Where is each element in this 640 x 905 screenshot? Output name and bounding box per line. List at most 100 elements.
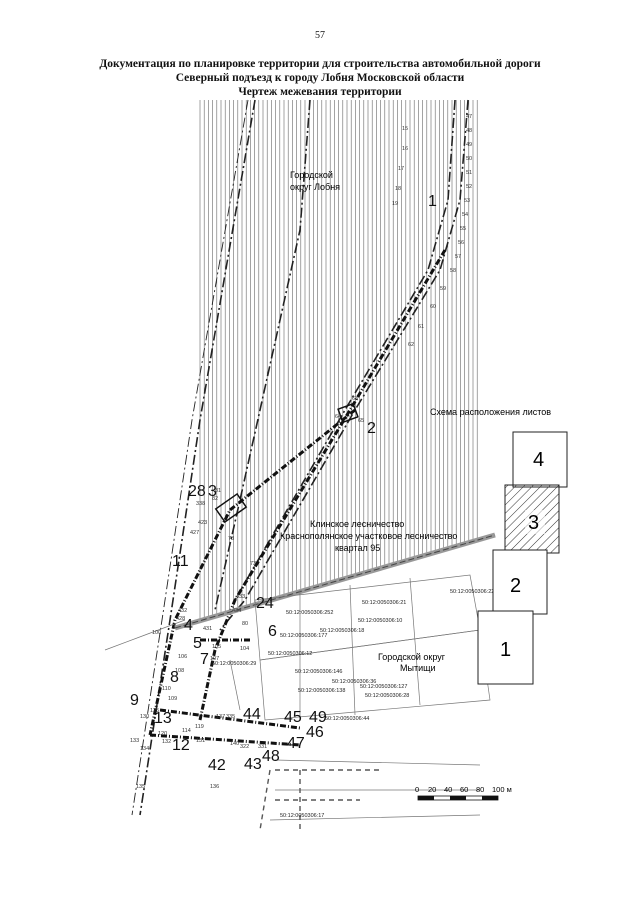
point-number: 15 — [402, 126, 408, 132]
point-number: 131 — [196, 738, 205, 744]
parcel-label: 50:12:0050306:12 — [268, 651, 312, 657]
scale-tick: 0 — [415, 785, 419, 794]
point-number: 137 — [216, 714, 225, 720]
title-line-2: Северный подъезд к городу Лобня Московск… — [175, 72, 465, 84]
marker: 3 — [208, 483, 217, 500]
point-number: 16 — [402, 146, 408, 152]
scale-tick: 60 — [460, 785, 468, 794]
point-number: 428 — [176, 616, 185, 622]
point-number: 60 — [430, 304, 436, 310]
point-number: 65 — [358, 418, 364, 424]
point-number: 427 — [190, 530, 199, 536]
road-corridor — [148, 249, 447, 747]
point-number: 433 — [236, 594, 245, 600]
marker: 12 — [172, 737, 190, 754]
parcel-label: 50:12:0050306:18 — [320, 628, 364, 634]
point-number: 64 — [335, 414, 341, 420]
point-number: 322 — [240, 744, 249, 750]
point-number: 59 — [440, 286, 446, 292]
point-number: 80 — [242, 621, 248, 627]
point-number: 120 — [158, 731, 167, 737]
point-number: 431 — [203, 626, 212, 632]
point-number: 338 — [196, 501, 205, 507]
inset-sheets: 4 3 2 1 — [477, 431, 568, 685]
marker: 43 — [244, 756, 262, 773]
marker: 2 — [367, 420, 376, 437]
point-number: 133 — [130, 738, 139, 744]
title-line-3: Чертеж межевания территории — [238, 86, 402, 98]
point-number: 58 — [450, 268, 456, 274]
point-number: 105 — [212, 644, 221, 650]
point-number: 104 — [240, 646, 249, 652]
label-forest-3: квартал 95 — [335, 543, 380, 553]
point-number: 82 — [212, 496, 218, 502]
point-number: 108 — [175, 668, 184, 674]
inset-title: Схема расположения листов — [430, 407, 551, 417]
point-number: 62 — [408, 342, 414, 348]
scale-tick: 100 м — [492, 785, 512, 794]
marker: 13 — [154, 710, 172, 727]
point-number: 18 — [395, 186, 401, 192]
label-mytishchi-2: Мытищи — [400, 663, 436, 673]
point-number: 54 — [462, 212, 468, 218]
marker: 28 — [188, 483, 206, 500]
point-number: 140 — [230, 741, 239, 747]
point-number: 50 — [466, 156, 472, 162]
node-box — [214, 492, 248, 524]
sheet-3: 3 — [528, 512, 539, 534]
marker: 7 — [200, 651, 209, 668]
parcel-label: 50:12:0050306:177 — [280, 633, 327, 639]
page-number: 57 — [315, 30, 325, 41]
label-forest-2: Краснополянское участковое лесничество — [280, 531, 457, 541]
point-number: 47 — [466, 114, 472, 120]
scale-bar: 0 20 40 60 80 100 м — [415, 785, 512, 801]
point-number: 81 — [215, 488, 221, 494]
marker: 47 — [287, 735, 305, 752]
lower-dashed — [259, 769, 380, 831]
point-number: 434 — [232, 608, 241, 614]
point-number: 55 — [460, 226, 466, 232]
marker: 46 — [306, 724, 324, 741]
scale-tick: 80 — [476, 785, 484, 794]
scale-tick: 40 — [444, 785, 452, 794]
point-number: 110 — [162, 686, 171, 692]
point-number: 19 — [392, 201, 398, 207]
parcel-label: 50:12:0050306:127 — [360, 684, 407, 690]
point-number: 17 — [398, 166, 404, 172]
point-number: 57 — [455, 254, 461, 260]
point-number: 119 — [195, 724, 204, 730]
marker: 45 — [284, 709, 302, 726]
point-number: 56 — [458, 240, 464, 246]
parcel-label: 50:12:0050306:44 — [325, 716, 369, 722]
parcel-label: 50:12:0050306:252 — [286, 610, 333, 616]
point-number: 53 — [464, 198, 470, 204]
sheet-4: 4 — [533, 449, 544, 471]
point-number: 106 — [178, 654, 187, 660]
point-number: 132 — [162, 739, 171, 745]
label-mytishchi-1: Городской округ — [378, 652, 446, 662]
point-number: 331 — [258, 744, 267, 750]
marker: 42 — [208, 757, 226, 774]
point-number: 134 — [140, 746, 149, 752]
parcel-label: 50:12:0050306:28 — [365, 693, 409, 699]
point-number: 432 — [178, 608, 187, 614]
parcel-label: 50:12:0050306:138 — [298, 688, 345, 694]
point-number: 49 — [466, 142, 472, 148]
marker: 48 — [262, 748, 280, 765]
label-lobnya-1: Городской — [290, 170, 333, 180]
point-number: 114 — [182, 728, 191, 734]
point-number: 48 — [466, 128, 472, 134]
point-number: 135 — [136, 784, 145, 790]
point-number: 73 — [250, 561, 256, 567]
point-number: 51 — [466, 170, 472, 176]
parcel-label: 50:12:0050306:36 — [332, 679, 376, 685]
parcel-label: 50:12:0050306:29 — [212, 661, 256, 667]
scale-tick: 20 — [428, 785, 436, 794]
point-number: 125 — [150, 708, 159, 714]
parcel-outlines — [229, 574, 491, 821]
point-number: 78 — [228, 536, 234, 542]
point-number: 423 — [198, 520, 207, 526]
sheet-1: 1 — [500, 639, 511, 661]
parcel-label: 50:12:0050306:21 — [362, 600, 406, 606]
